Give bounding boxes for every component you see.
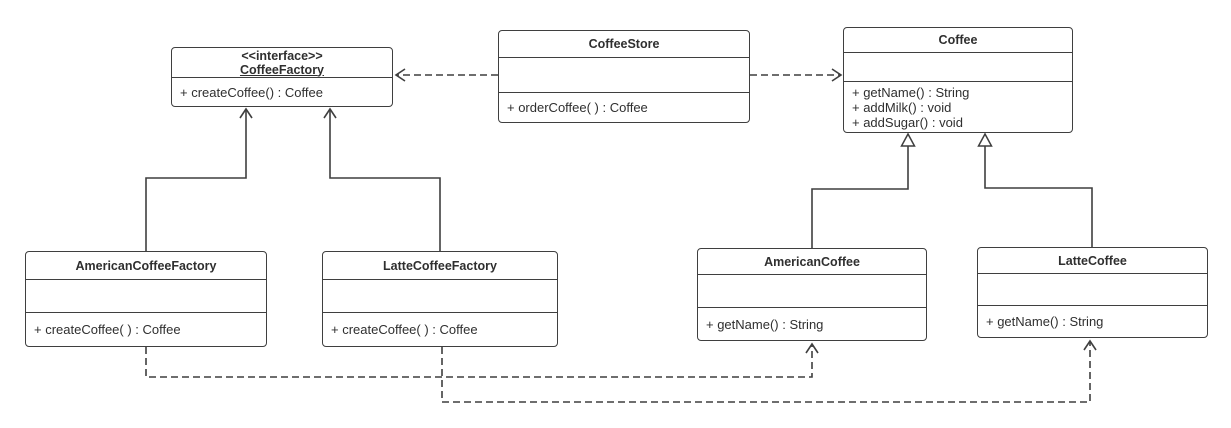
attributes-compartment bbox=[698, 275, 926, 308]
class-lattecoffee: LatteCoffee + getName() : String bbox=[977, 247, 1208, 338]
class-coffeefactory: <<interface>> CoffeeFactory + createCoff… bbox=[171, 47, 393, 107]
class-coffeestore: CoffeeStore + orderCoffee( ) : Coffee bbox=[498, 30, 750, 123]
class-stereotype: <<interface>> bbox=[241, 48, 323, 63]
class-name: AmericanCoffeeFactory bbox=[75, 258, 217, 273]
class-title-compartment: LatteCoffee bbox=[978, 248, 1207, 274]
class-name: LatteCoffeeFactory bbox=[383, 258, 497, 273]
generalization-arrow-lattecoffee-to-coffee bbox=[977, 132, 1093, 247]
generalization-arrow-americancoffee-to-coffee bbox=[811, 132, 916, 248]
class-lattecoffeefactory: LatteCoffeeFactory + createCoffee( ) : C… bbox=[322, 251, 558, 347]
class-name: CoffeeFactory bbox=[239, 62, 325, 77]
class-name: AmericanCoffee bbox=[764, 254, 860, 269]
realization-arrow-lattecoffeefactory-to-coffeefactory bbox=[323, 107, 441, 251]
class-title-compartment: Coffee bbox=[844, 28, 1072, 53]
dependency-arrow-lattecoffeefactory-to-lattecoffee bbox=[441, 339, 1097, 403]
class-americancoffee: AmericanCoffee + getName() : String bbox=[697, 248, 927, 341]
class-method: + getName() : String bbox=[706, 316, 824, 332]
attributes-compartment bbox=[978, 274, 1207, 306]
class-method: + createCoffee( ) : Coffee bbox=[331, 322, 478, 337]
class-method: + orderCoffee( ) : Coffee bbox=[507, 100, 648, 115]
attributes-compartment bbox=[26, 280, 266, 313]
realization-arrow-americancoffeefactory-to-coffeefactory bbox=[145, 107, 253, 251]
class-name: Coffee bbox=[938, 33, 978, 47]
class-name: CoffeeStore bbox=[588, 37, 660, 51]
class-title-compartment: LatteCoffeeFactory bbox=[323, 252, 557, 280]
class-title-compartment: <<interface>> CoffeeFactory bbox=[172, 48, 392, 78]
class-method: + createCoffee() : Coffee bbox=[180, 84, 323, 100]
class-americancoffeefactory: AmericanCoffeeFactory + createCoffee( ) … bbox=[25, 251, 267, 347]
dependency-arrow-americancoffeefactory-to-americancoffee bbox=[145, 342, 819, 378]
class-method: + addSugar() : void bbox=[852, 115, 963, 130]
class-method: + getName() : String bbox=[986, 314, 1104, 329]
attributes-compartment bbox=[499, 58, 749, 93]
class-method: + addMilk() : void bbox=[852, 100, 952, 115]
class-coffee: Coffee + getName() : String + addMilk() … bbox=[843, 27, 1073, 133]
class-title-compartment: AmericanCoffee bbox=[698, 249, 926, 275]
class-title-compartment: AmericanCoffeeFactory bbox=[26, 252, 266, 280]
attributes-compartment bbox=[323, 280, 557, 313]
attributes-compartment bbox=[844, 53, 1072, 82]
class-title-compartment: CoffeeStore bbox=[499, 31, 749, 58]
class-method: + getName() : String bbox=[852, 85, 970, 100]
class-name: LatteCoffee bbox=[1058, 253, 1127, 268]
class-method: + createCoffee( ) : Coffee bbox=[34, 322, 181, 337]
